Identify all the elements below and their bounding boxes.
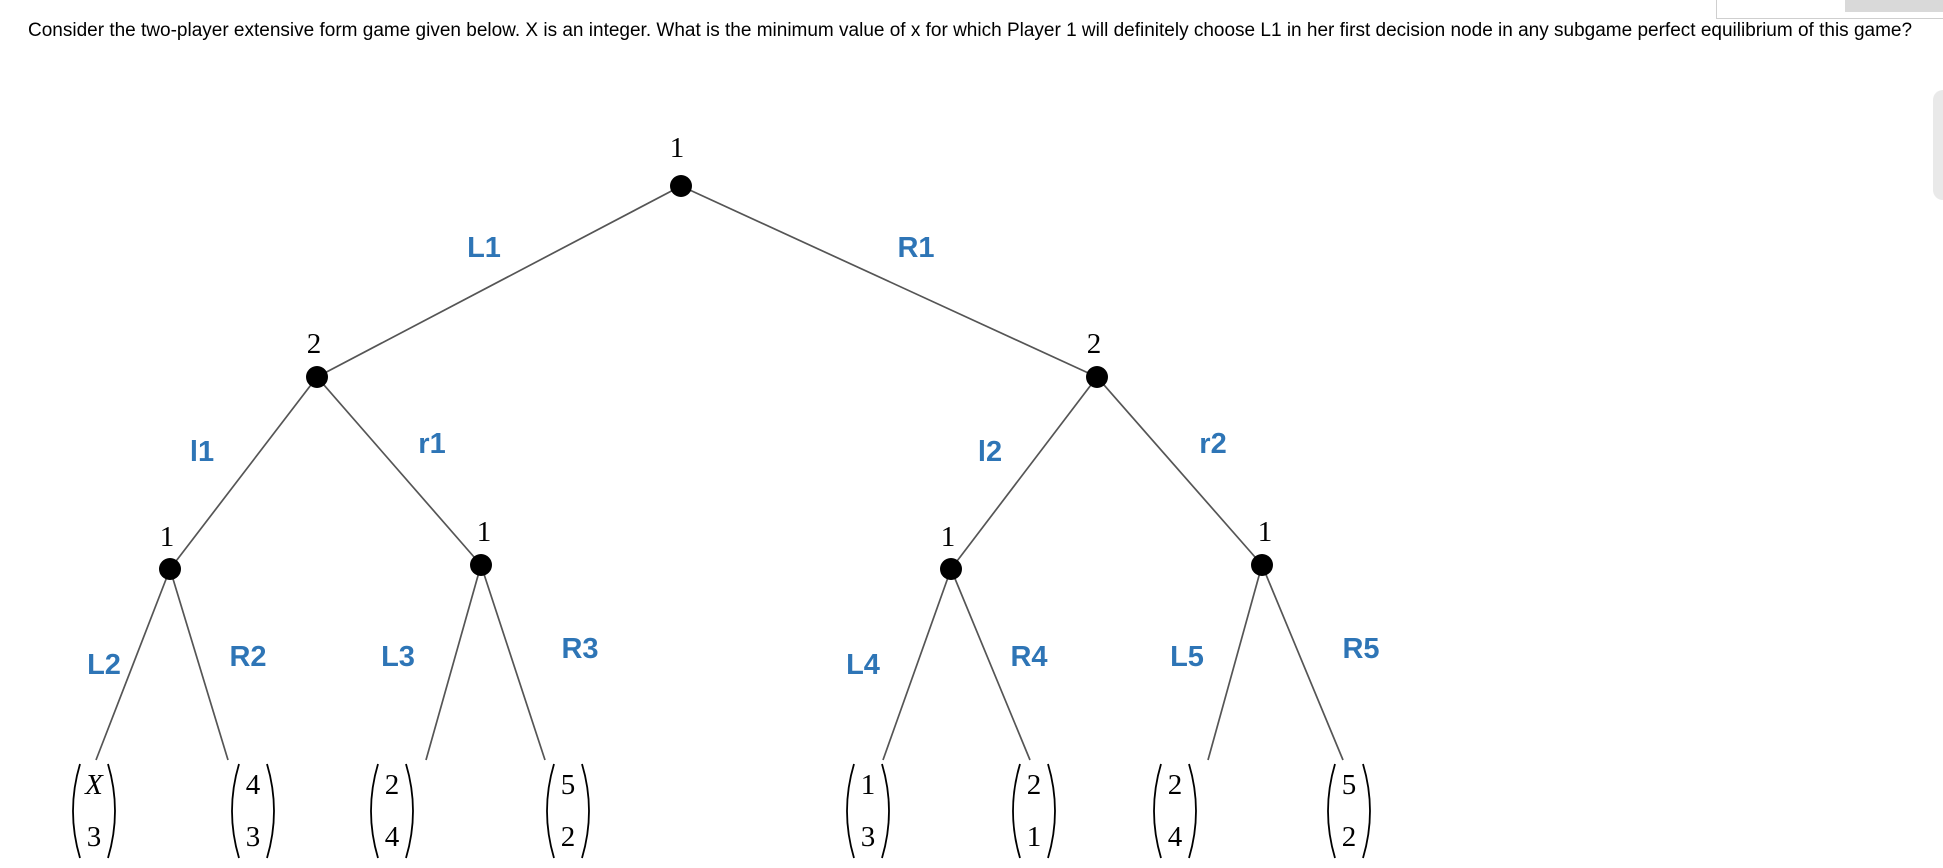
right-parenthesis xyxy=(1362,763,1371,859)
action-label-R3: R3 xyxy=(561,633,598,665)
payoff-player1-R5: 5 xyxy=(1342,769,1357,801)
player-label-p1-c: 1 xyxy=(941,521,956,553)
payoff-vector-R4: 21 xyxy=(1012,763,1056,859)
player-label-p1-d: 1 xyxy=(1258,516,1273,548)
corner-button[interactable] xyxy=(1845,0,1943,12)
branch-p1-d-to-R5-leaf xyxy=(1261,564,1344,761)
action-label-L5: L5 xyxy=(1170,641,1204,673)
action-label-L4: L4 xyxy=(846,649,880,681)
payoff-player2-L4: 3 xyxy=(861,821,876,853)
payoff-vector-L4: 13 xyxy=(846,763,890,859)
decision-node-p1-a xyxy=(159,558,181,580)
player-label-p1-b: 1 xyxy=(477,516,492,548)
right-parenthesis xyxy=(266,763,275,859)
branch-p1-d-to-L5-leaf xyxy=(1207,564,1263,761)
branch-p1-b-to-L3-leaf xyxy=(425,564,482,761)
payoff-player2-R2: 3 xyxy=(246,821,261,853)
payoff-player1-L4: 1 xyxy=(861,769,876,801)
branch-p1-c-to-L4-leaf xyxy=(882,568,952,761)
player-label-p2-right: 2 xyxy=(1087,328,1102,360)
payoff-player2-L5: 4 xyxy=(1168,821,1183,853)
branch-p2-right-to-p1-c xyxy=(950,376,1098,570)
payoff-player1-R4: 2 xyxy=(1027,769,1042,801)
action-label-L1: L1 xyxy=(467,232,501,264)
decision-node-root xyxy=(670,175,692,197)
left-parenthesis xyxy=(72,763,81,859)
branch-p1-a-to-R2-leaf xyxy=(169,568,229,761)
payoff-vector-R5: 52 xyxy=(1327,763,1371,859)
right-parenthesis xyxy=(1047,763,1056,859)
branch-p2-right-to-p1-d xyxy=(1096,376,1263,566)
branch-p1-c-to-R4-leaf xyxy=(950,568,1031,761)
side-scroll-handle[interactable] xyxy=(1933,90,1943,200)
left-parenthesis xyxy=(370,763,379,859)
left-parenthesis xyxy=(1153,763,1162,859)
player-label-p2-left: 2 xyxy=(307,328,322,360)
action-label-L3: L3 xyxy=(381,641,415,673)
decision-node-p1-c xyxy=(940,558,962,580)
player-label-p1-a: 1 xyxy=(160,521,175,553)
decision-node-p2-left xyxy=(306,366,328,388)
action-label-R2: R2 xyxy=(229,641,266,673)
left-parenthesis xyxy=(846,763,855,859)
payoff-player1-L5: 2 xyxy=(1168,769,1183,801)
left-parenthesis xyxy=(1012,763,1021,859)
right-parenthesis xyxy=(107,763,116,859)
action-label-R4: R4 xyxy=(1010,641,1047,673)
payoff-vector-L2: X3 xyxy=(72,763,116,859)
payoff-player2-R5: 2 xyxy=(1342,821,1357,853)
left-parenthesis xyxy=(546,763,555,859)
action-label-r2: r2 xyxy=(1199,428,1226,460)
payoff-vector-L3: 24 xyxy=(370,763,414,859)
right-parenthesis xyxy=(1188,763,1197,859)
action-label-l2: l2 xyxy=(978,436,1002,468)
branch-p2-left-to-p1-b xyxy=(316,376,482,566)
branch-p2-left-to-p1-a xyxy=(169,376,318,570)
payoff-player2-L2: 3 xyxy=(87,821,102,853)
left-parenthesis xyxy=(231,763,240,859)
payoff-player2-L3: 4 xyxy=(385,821,400,853)
decision-node-p2-right xyxy=(1086,366,1108,388)
payoff-vector-L5: 24 xyxy=(1153,763,1197,859)
left-parenthesis xyxy=(1327,763,1336,859)
question-text: Consider the two-player extensive form g… xyxy=(28,20,1913,41)
branch-root-to-p2-left xyxy=(316,185,682,378)
payoff-player1-L3: 2 xyxy=(385,769,400,801)
decision-node-p1-b xyxy=(470,554,492,576)
payoff-player2-R4: 1 xyxy=(1027,821,1042,853)
action-label-L2: L2 xyxy=(87,649,121,681)
right-parenthesis xyxy=(581,763,590,859)
payoff-player1-R2: 4 xyxy=(246,769,261,801)
right-parenthesis xyxy=(881,763,890,859)
payoff-vector-R2: 43 xyxy=(231,763,275,859)
payoff-player1-R3: 5 xyxy=(561,769,576,801)
action-label-l1: l1 xyxy=(190,436,214,468)
payoff-vector-R3: 52 xyxy=(546,763,590,859)
player-label-root: 1 xyxy=(670,132,685,164)
decision-node-p1-d xyxy=(1251,554,1273,576)
action-label-R1: R1 xyxy=(897,232,934,264)
payoff-player2-R3: 2 xyxy=(561,821,576,853)
branch-p1-b-to-R3-leaf xyxy=(480,564,546,761)
payoff-player1-L2: X xyxy=(84,769,104,801)
branch-p1-a-to-L2-leaf xyxy=(95,568,171,761)
action-label-R5: R5 xyxy=(1342,633,1379,665)
action-label-r1: r1 xyxy=(418,428,445,460)
right-parenthesis xyxy=(405,763,414,859)
branch-root-to-p2-right xyxy=(680,185,1098,378)
